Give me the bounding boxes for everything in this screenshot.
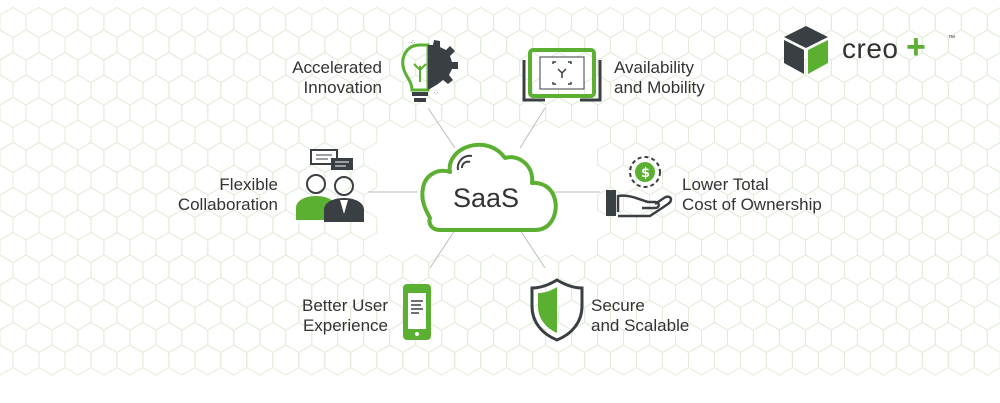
cube-logo-icon <box>784 26 828 74</box>
lightbulb-gear-icon: ⁘ ⁘ <box>401 39 458 102</box>
hand-dollar-coin-icon: $ <box>606 156 673 218</box>
wifi-signal-icon <box>456 154 473 171</box>
label-line: Availability <box>614 58 695 77</box>
label-collaboration: Flexible Collaboration <box>150 175 278 215</box>
connector-lines <box>368 107 600 269</box>
label-line: Secure <box>591 296 645 315</box>
label-availability: Availability and Mobility <box>614 58 754 98</box>
label-line: Experience <box>302 316 388 335</box>
logo-plus: + <box>906 28 926 66</box>
cloud-icon <box>420 142 558 232</box>
svg-text:$: $ <box>641 166 650 181</box>
logo-text: creo <box>842 33 899 64</box>
connector-secure <box>519 229 546 269</box>
label-line: Better User <box>302 296 388 315</box>
hexagon-cell <box>973 344 1000 376</box>
svg-text:⁘: ⁘ <box>433 89 439 97</box>
saas-label: SaaS <box>452 183 520 213</box>
label-innovation: Accelerated Innovation <box>260 58 382 98</box>
label-line: and Scalable <box>591 316 690 335</box>
people-chat-icon <box>296 149 364 222</box>
label-line: Lower Total <box>682 175 769 194</box>
shield-icon <box>530 278 584 342</box>
connector-experience <box>429 229 456 269</box>
label-secure: Secure and Scalable <box>591 296 721 336</box>
logo-trademark: ™ <box>948 35 955 42</box>
connector-availability <box>519 107 546 149</box>
connector-innovation <box>427 107 456 149</box>
label-line: Accelerated <box>292 58 382 77</box>
label-cost: Lower Total Cost of Ownership <box>682 175 862 215</box>
smartphone-icon <box>403 284 431 340</box>
label-line: Cost of Ownership <box>682 195 822 214</box>
tablet-hands-icon <box>522 48 602 102</box>
label-experience: Better User Experience <box>262 296 388 336</box>
label-line: and Mobility <box>614 78 705 97</box>
svg-text:⁘: ⁘ <box>410 39 416 47</box>
label-line: Innovation <box>303 78 382 97</box>
label-line: Flexible <box>219 175 278 194</box>
label-line: Collaboration <box>177 195 278 214</box>
